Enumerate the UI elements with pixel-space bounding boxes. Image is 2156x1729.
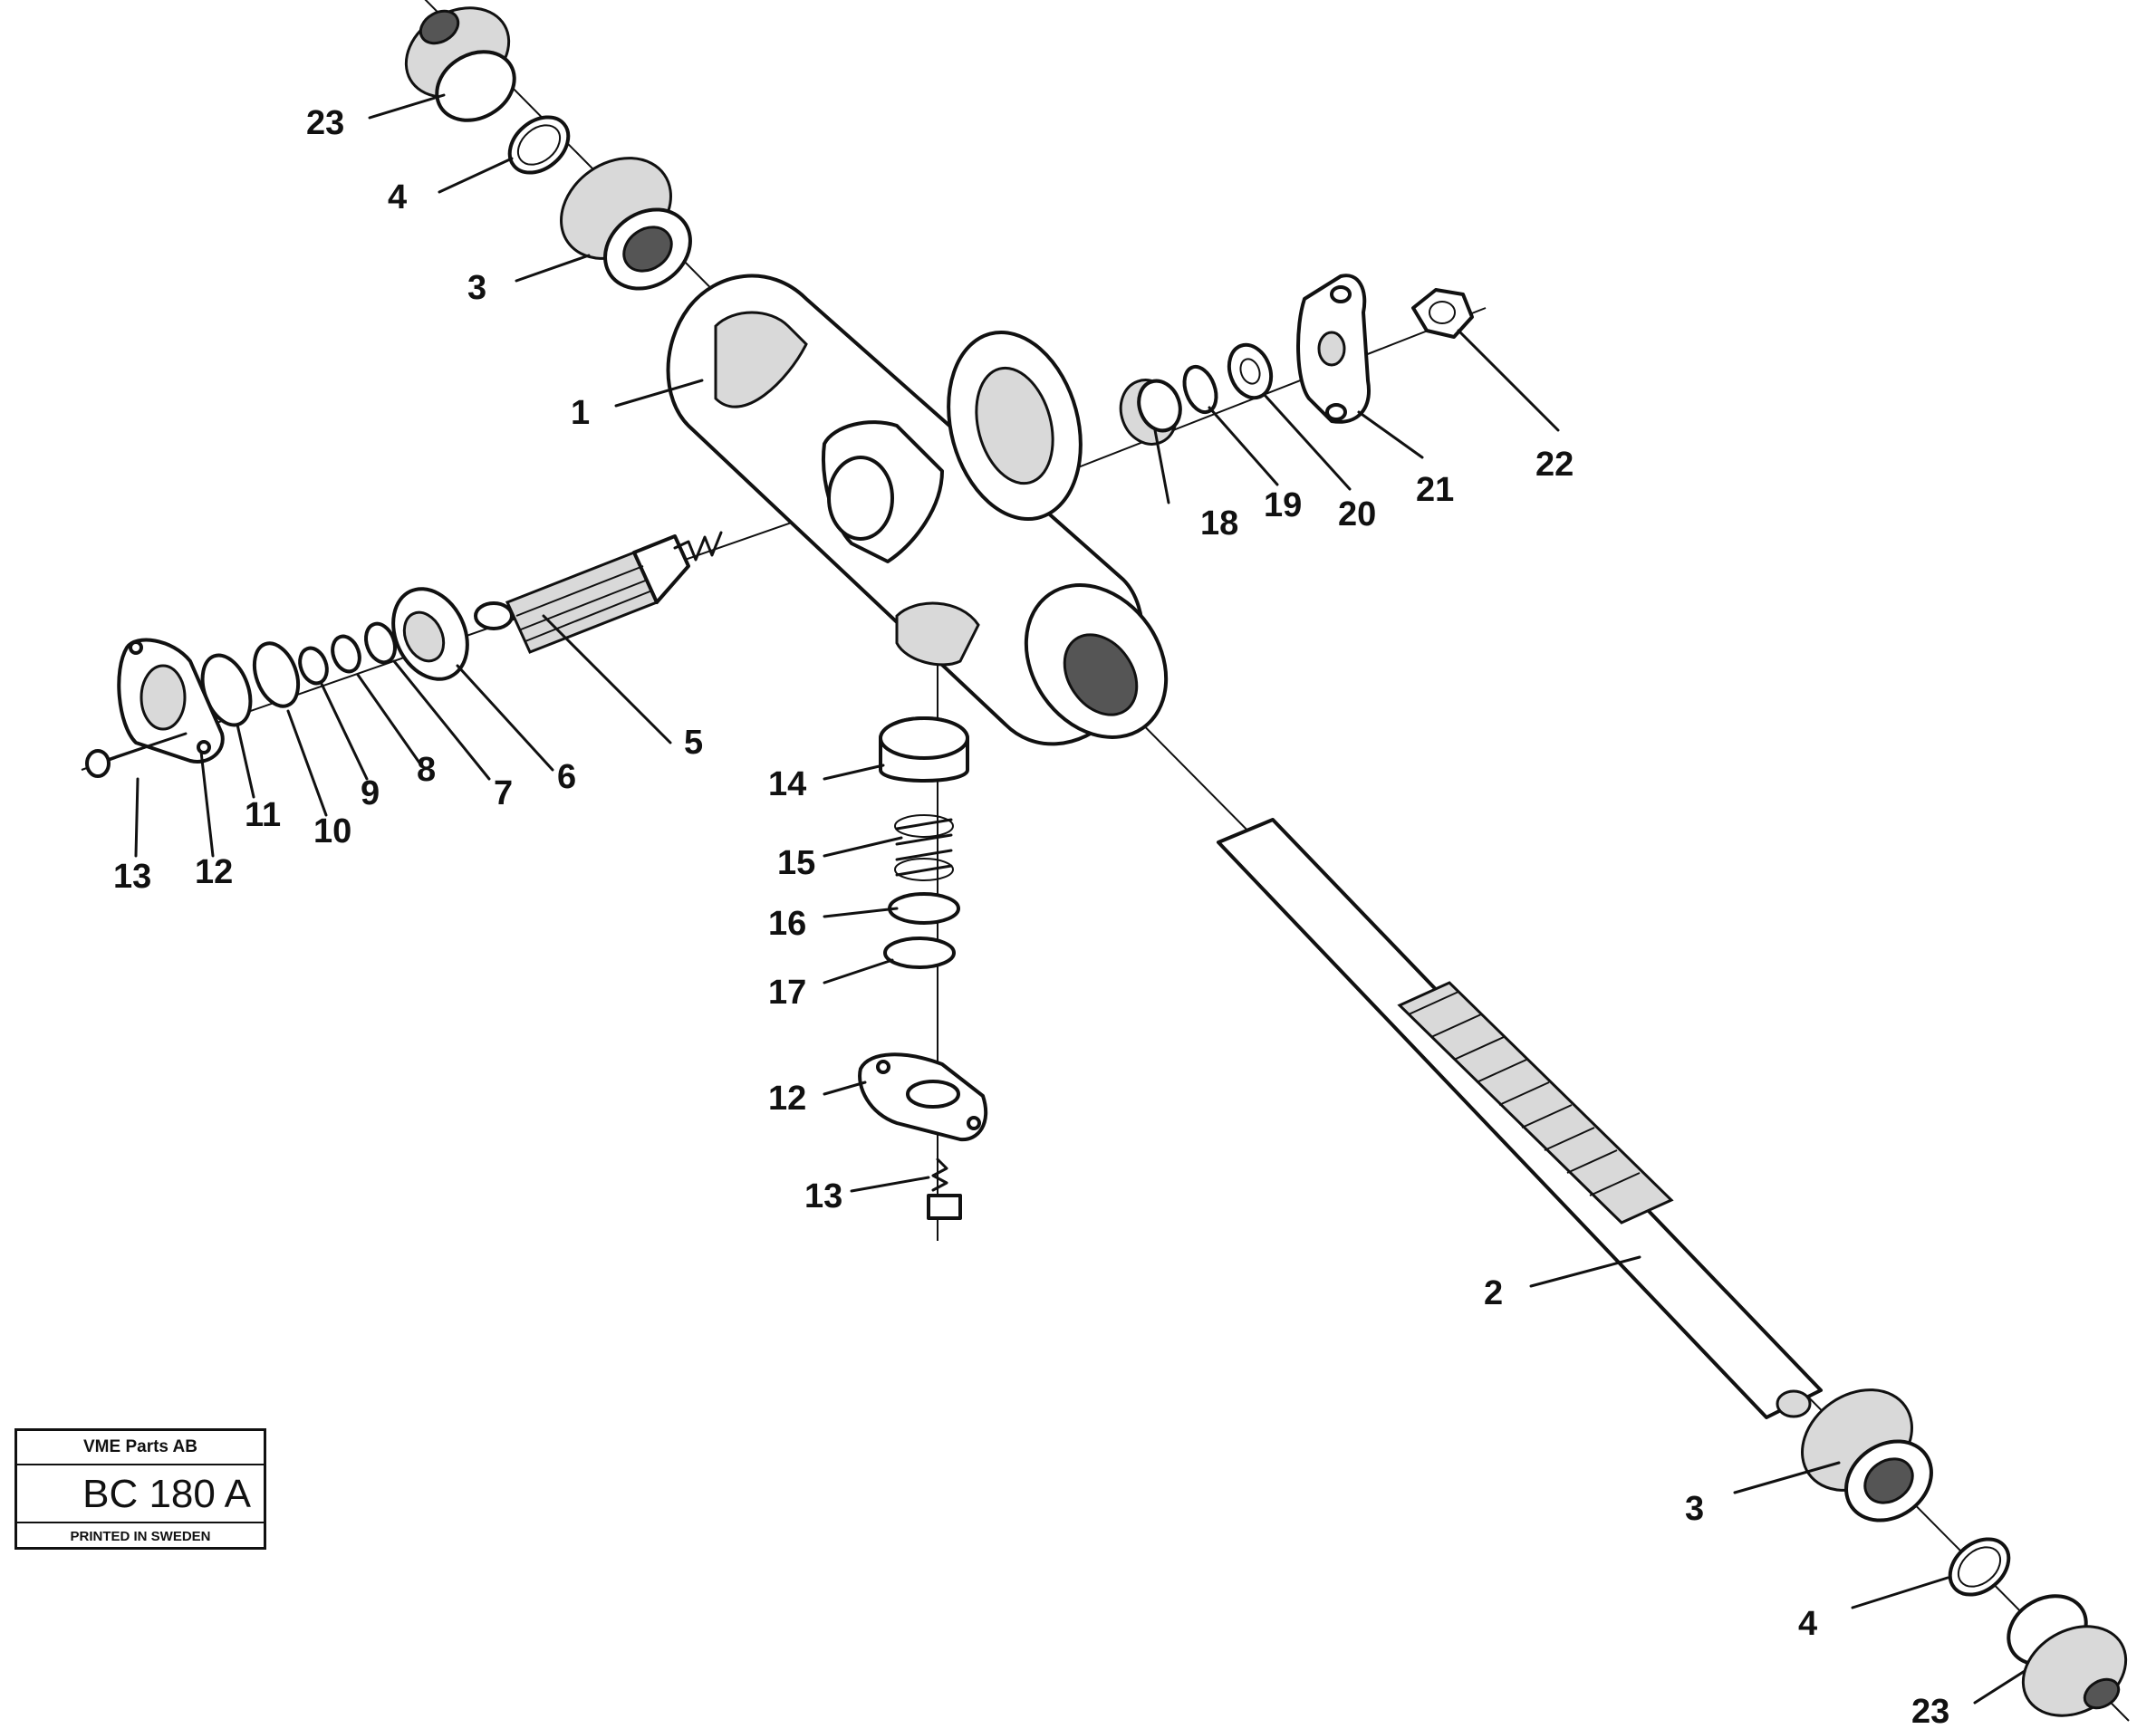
label-11: 11 — [245, 796, 281, 834]
label-22: 22 — [1535, 446, 1574, 484]
label-4-top: 4 — [388, 178, 407, 216]
bushing-bottom — [1801, 1388, 1933, 1522]
o-rings — [883, 892, 960, 969]
company-name: VME Parts AB — [17, 1431, 264, 1465]
spring — [894, 814, 954, 881]
label-18: 18 — [1200, 504, 1238, 543]
label-23-bottom: 23 — [1911, 1693, 1949, 1729]
label-10: 10 — [313, 812, 351, 850]
leader-lines — [134, 93, 2026, 1705]
title-block: VME Parts AB BC 180 A PRINTED IN SWEDEN — [14, 1428, 266, 1550]
label-1: 1 — [571, 394, 590, 432]
label-4-bottom: 4 — [1798, 1605, 1817, 1643]
label-15: 15 — [777, 844, 815, 882]
thrust-piece — [879, 716, 969, 783]
washers-and-seals — [200, 621, 397, 727]
pinion-gear — [474, 531, 723, 654]
nut — [1411, 288, 1474, 339]
drawing-code: BC 180 A — [17, 1465, 264, 1523]
label-12-left: 12 — [195, 853, 233, 891]
label-6: 6 — [557, 758, 576, 796]
part-number-labels: 23 4 3 1 5 6 7 8 9 10 11 12 13 14 15 16 … — [113, 104, 1949, 1729]
cover-left — [117, 638, 225, 764]
ring-right — [1182, 364, 1218, 415]
printed-in: PRINTED IN SWEDEN — [70, 1529, 211, 1544]
label-19: 19 — [1264, 486, 1302, 524]
screw-left — [85, 732, 188, 778]
bearing — [391, 587, 469, 681]
label-9: 9 — [361, 774, 380, 812]
washer-right — [1227, 342, 1274, 400]
bearing-right — [1119, 379, 1182, 446]
label-2: 2 — [1484, 1274, 1503, 1312]
lock-ring-bottom — [1948, 1537, 2011, 1597]
label-12-bottom: 12 — [768, 1080, 806, 1118]
label-14: 14 — [768, 765, 806, 803]
label-3-bottom: 3 — [1685, 1490, 1704, 1528]
label-13-bottom: 13 — [804, 1177, 842, 1215]
cover-bottom — [858, 1052, 988, 1142]
bushing-top — [560, 157, 692, 291]
bracket — [1296, 274, 1371, 424]
screw-bottom — [927, 1157, 962, 1220]
steering-housing — [666, 274, 1169, 746]
label-20: 20 — [1338, 495, 1376, 533]
bellows-top — [404, 6, 516, 122]
label-8: 8 — [417, 751, 436, 789]
label-21: 21 — [1416, 471, 1454, 509]
label-13-left: 13 — [113, 858, 151, 896]
label-7: 7 — [494, 774, 513, 812]
bellows-bottom — [2007, 1594, 2128, 1717]
label-23-top: 23 — [306, 104, 344, 142]
label-5: 5 — [684, 724, 703, 762]
lock-ring-top — [507, 115, 571, 175]
label-17: 17 — [768, 974, 806, 1012]
label-16: 16 — [768, 905, 806, 943]
steering-rack — [1217, 818, 1823, 1419]
label-3-top: 3 — [467, 269, 486, 307]
